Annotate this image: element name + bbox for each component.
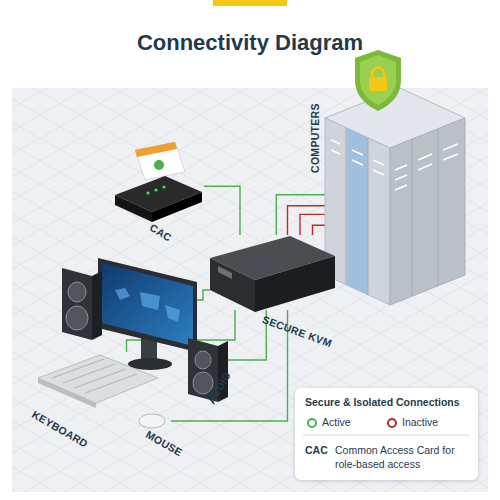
cable-connector (313, 225, 326, 235)
secure-kvm (210, 236, 335, 312)
rack-side (390, 118, 465, 305)
kvm-side (255, 256, 335, 312)
cable-connector (276, 195, 325, 235)
world-map (115, 288, 180, 322)
kvm-front (210, 258, 255, 312)
access-card (135, 142, 185, 180)
card-band (135, 142, 177, 157)
device-label: COMPUTERS (309, 103, 321, 173)
cable-connector (227, 310, 266, 360)
key-rows (52, 359, 137, 393)
kvm-badge (218, 266, 232, 279)
diagram-title: Connectivity Diagram (0, 30, 500, 56)
lock-shackle (372, 68, 384, 79)
cable-connector (288, 206, 326, 235)
cable-connector (204, 186, 240, 235)
card-photo (154, 160, 164, 170)
legend-heading: Secure & Isolated Connections (305, 395, 475, 409)
mouse (139, 414, 165, 428)
legend-ring (387, 418, 397, 428)
left-speaker (62, 268, 102, 340)
monitor (98, 258, 197, 370)
security-shield (355, 50, 401, 111)
monitor-frame (98, 258, 197, 352)
speaker-front (62, 268, 92, 340)
speaker-cone (66, 306, 88, 330)
legend-ring (307, 418, 317, 428)
server-rack (325, 88, 465, 305)
device-node: KEYBOARD (38, 352, 156, 407)
speaker-side (92, 271, 102, 340)
keyboard (38, 355, 158, 408)
panel (12, 88, 488, 492)
monitor-wire (196, 290, 210, 300)
device-node: COMPUTERS (325, 88, 467, 306)
monitor-screen (102, 263, 193, 346)
reader-led (162, 185, 165, 188)
shield-inner (360, 55, 396, 105)
lock-body (369, 77, 387, 91)
reader-side (152, 192, 202, 222)
cable-connector (300, 214, 325, 235)
device-node: CAC (112, 145, 204, 220)
device-node: AUDIO (183, 330, 227, 405)
legend-box: Secure & Isolated ConnectionsCACCommon A… (295, 388, 478, 480)
legend-note: Common Access Card for role-based access (335, 443, 473, 471)
legend-text: Active (322, 416, 351, 428)
divider-line (303, 435, 470, 436)
reader-led (154, 188, 157, 191)
speaker-cone (68, 282, 86, 302)
device-node: MOUSE (135, 408, 171, 434)
reader-led (146, 191, 149, 194)
shield (355, 50, 401, 111)
keyboard-top (38, 355, 158, 403)
accent-bar (213, 0, 287, 6)
rack-slots (331, 140, 384, 175)
speaker-cone (195, 351, 211, 369)
legend-term: CAC (305, 443, 335, 457)
cac-reader (115, 142, 202, 222)
legend-text: Inactive (402, 416, 438, 428)
device-node: SECURE KVM (210, 235, 335, 310)
rack-vents (395, 144, 458, 190)
reader-front (115, 195, 152, 222)
iso-grid (12, 88, 488, 492)
